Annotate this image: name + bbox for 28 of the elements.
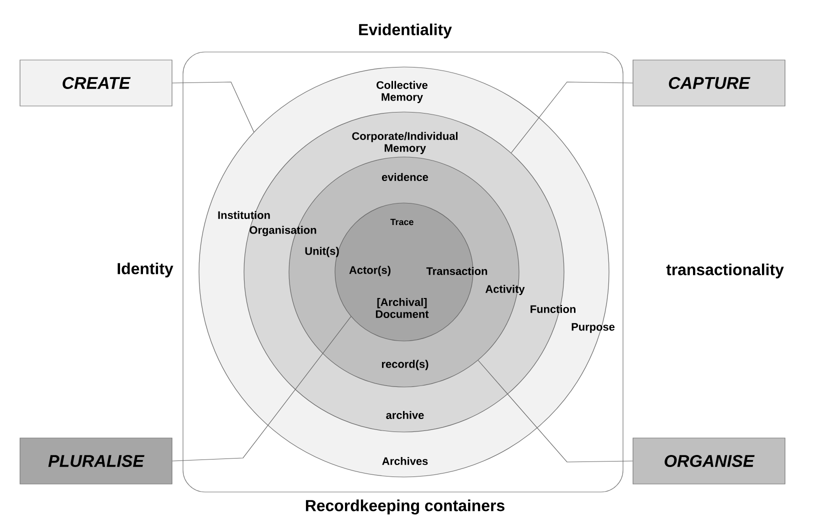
leader-line	[510, 82, 633, 154]
ring-label: [Archival] Document	[376, 298, 429, 318]
stage-box: ORGANISE	[632, 438, 786, 484]
ring-label: Corporate/Individual Memory	[352, 132, 458, 154]
leader-line	[478, 360, 633, 462]
ring-label: Function	[530, 304, 576, 314]
axis-label: transactionality	[666, 264, 784, 278]
stage-box: CAPTURE	[632, 60, 786, 106]
ring-label: Purpose	[572, 323, 615, 333]
stage-box: PLURALISE	[20, 438, 172, 484]
leader-line	[172, 316, 352, 462]
ring-label: Trace	[390, 218, 414, 226]
ring-label: Unit(s)	[305, 246, 339, 258]
axis-label: Recordkeeping containers	[306, 500, 504, 514]
ring-label: record(s)	[382, 360, 428, 370]
ring-label: Actor(s)	[349, 266, 390, 276]
ring-label: Collective Memory	[376, 80, 428, 104]
ring-label: Institution	[218, 210, 270, 220]
ring-label: Activity	[485, 284, 525, 296]
ring-label: archive	[386, 410, 424, 420]
ring-label: Transaction	[426, 266, 488, 276]
ring-label: Organisation	[250, 226, 316, 236]
leader-line	[172, 82, 254, 132]
ring-label: evidence	[382, 172, 428, 182]
ring-label: Archives	[382, 456, 428, 466]
axis-label: Evidentiality	[359, 24, 452, 38]
stage-box: CREATE	[20, 60, 172, 106]
axis-label: Identity	[118, 262, 174, 278]
